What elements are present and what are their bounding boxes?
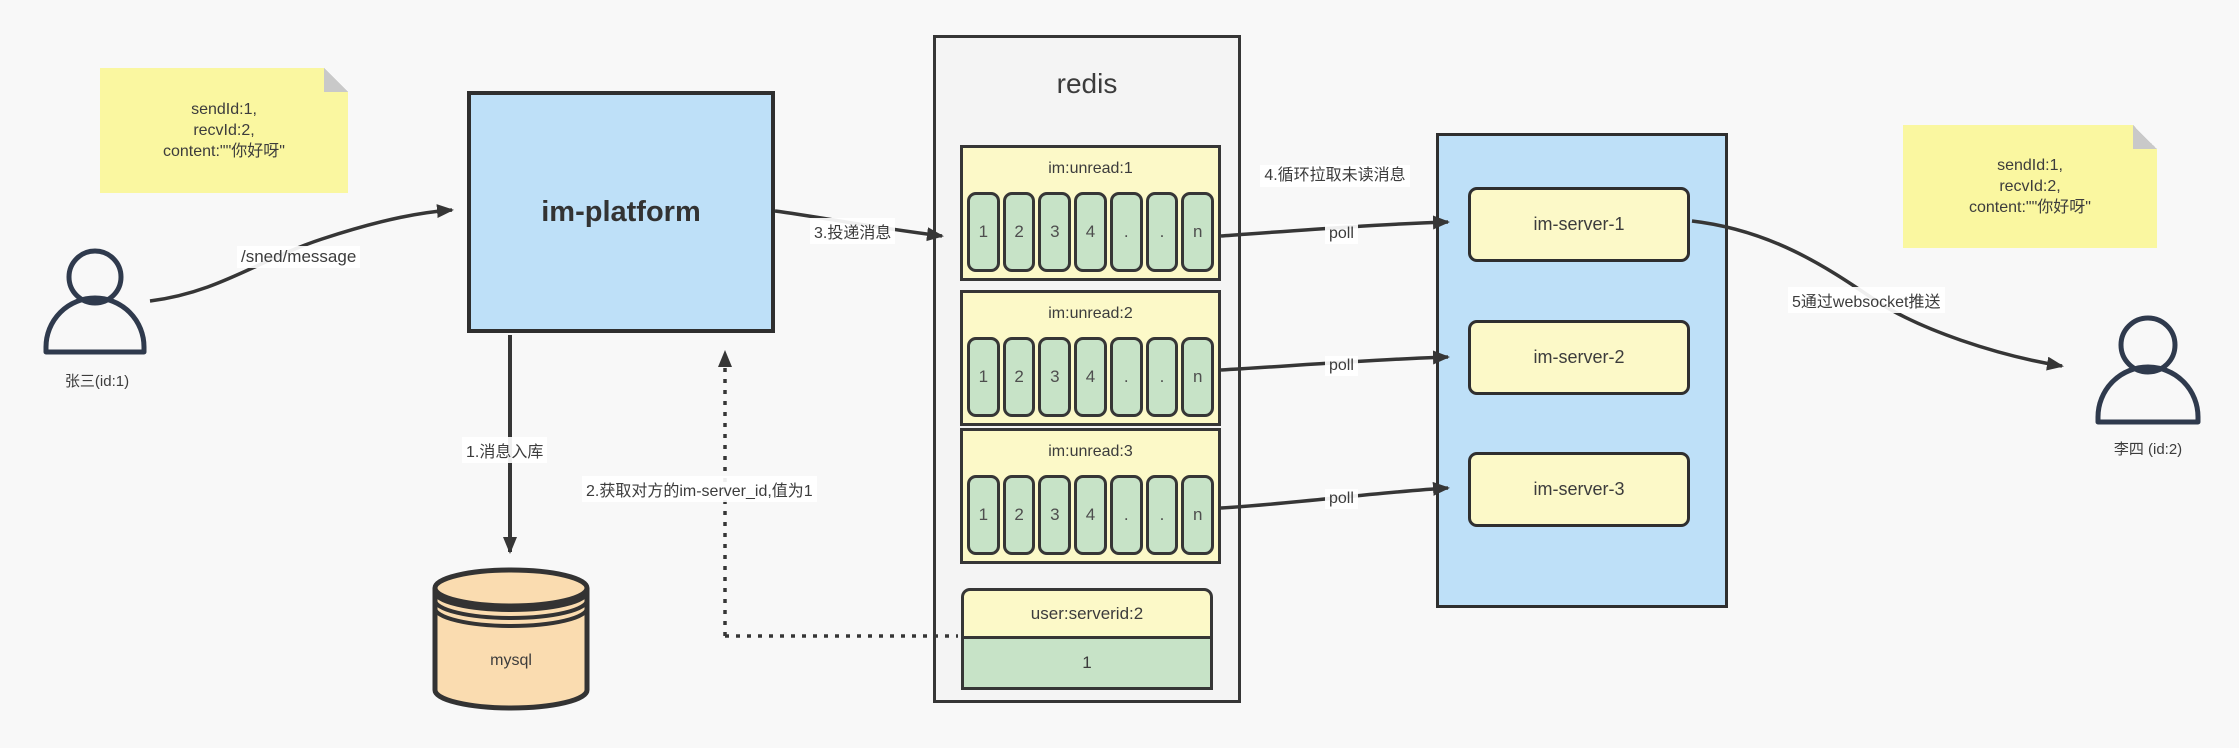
note-line: sendId:1, xyxy=(1997,157,2063,174)
note-fold-corner xyxy=(2133,125,2157,149)
redis-queue-unread-1: im:unread:1 1 2 3 4 . . n xyxy=(960,145,1221,281)
queue-cell: 2 xyxy=(1002,192,1036,272)
mysql-database-icon xyxy=(432,567,590,711)
queue-cell: 4 xyxy=(1074,475,1107,555)
queue-cell: 2 xyxy=(1002,475,1036,555)
note-line: content:""你好呀" xyxy=(1969,199,2091,216)
im-server-1-node: im-server-1 xyxy=(1468,187,1690,262)
note-line: recvId:2, xyxy=(193,122,255,139)
queue-cells: 1 2 3 4 . . n xyxy=(967,475,1215,555)
redis-queue-unread-3: im:unread:3 1 2 3 4 . . n xyxy=(960,428,1221,564)
queue-cell: . xyxy=(1145,475,1179,555)
queue-cell: n xyxy=(1181,192,1215,272)
mysql-label: mysql xyxy=(490,652,532,669)
queue-cell: . xyxy=(1109,475,1143,555)
edge-label-poll-3: poll xyxy=(1325,489,1358,509)
queue-cell: . xyxy=(1109,192,1143,272)
im-server-2-node: im-server-2 xyxy=(1468,320,1690,395)
queue-cells: 1 2 3 4 . . n xyxy=(967,337,1215,417)
edge-label-poll-1: poll xyxy=(1325,224,1358,244)
receiver-label: 李四 (id:2) xyxy=(2113,441,2183,458)
queue-key-label: im:unread:1 xyxy=(1048,160,1133,177)
queue-cell: 2 xyxy=(1002,337,1036,417)
edge-label-poll-2: poll xyxy=(1325,356,1358,376)
note-line: recvId:2, xyxy=(1999,178,2061,195)
user-icon-sender xyxy=(43,248,147,355)
queue-cell: 1 xyxy=(967,337,1000,417)
note-line: sendId:1, xyxy=(191,101,257,118)
edge-label-lookup: 2.获取对方的im-server_id,值为1 xyxy=(582,476,817,502)
queue-cell: . xyxy=(1145,337,1179,417)
redis-kv-user-serverid: user:serverid:2 1 xyxy=(961,588,1213,690)
redis-title: redis xyxy=(1056,68,1118,99)
im-server-2-label: im-server-2 xyxy=(1533,347,1625,367)
queue-key-label: im:unread:2 xyxy=(1048,305,1133,322)
queue-cell: 4 xyxy=(1074,192,1107,272)
queue-cell: . xyxy=(1145,192,1179,272)
kv-key-label: user:serverid:2 xyxy=(961,588,1213,639)
im-server-3-node: im-server-3 xyxy=(1468,452,1690,527)
queue-cell: 3 xyxy=(1038,337,1072,417)
queue-cell: 3 xyxy=(1038,475,1072,555)
user-icon-receiver xyxy=(2095,315,2201,425)
edge-label-push: 5通过websocket推送 xyxy=(1788,287,1945,313)
edge-label-store: 1.消息入库 xyxy=(462,437,548,463)
queue-cell: n xyxy=(1181,475,1215,555)
queue-cell: 1 xyxy=(967,475,1000,555)
im-server-3-label: im-server-3 xyxy=(1533,479,1625,499)
edge-label-send: /sned/message xyxy=(237,246,361,268)
queue-cell: 1 xyxy=(967,192,1000,272)
kv-value-label: 1 xyxy=(961,636,1213,690)
queue-cell: 3 xyxy=(1038,192,1072,272)
sticky-note-left: sendId:1, recvId:2, content:""你好呀" xyxy=(100,68,348,193)
sticky-note-right: sendId:1, recvId:2, content:""你好呀" xyxy=(1903,125,2157,248)
redis-queue-unread-2: im:unread:2 1 2 3 4 . . n xyxy=(960,290,1221,426)
edge-label-pull: 4.循环拉取未读消息 xyxy=(1260,165,1410,187)
queue-cell: . xyxy=(1109,337,1143,417)
note-fold-corner xyxy=(324,68,348,92)
im-server-1-label: im-server-1 xyxy=(1533,214,1625,234)
queue-cell: 4 xyxy=(1074,337,1107,417)
note-line: content:""你好呀" xyxy=(163,143,285,160)
queue-cells: 1 2 3 4 . . n xyxy=(967,192,1215,272)
queue-cell: n xyxy=(1181,337,1215,417)
im-platform-node: im-platform xyxy=(467,91,775,333)
sender-label: 张三(id:1) xyxy=(64,373,130,390)
edge-label-deliver: 3.投递消息 xyxy=(810,218,896,244)
im-platform-label: im-platform xyxy=(541,195,701,228)
queue-key-label: im:unread:3 xyxy=(1048,443,1133,460)
